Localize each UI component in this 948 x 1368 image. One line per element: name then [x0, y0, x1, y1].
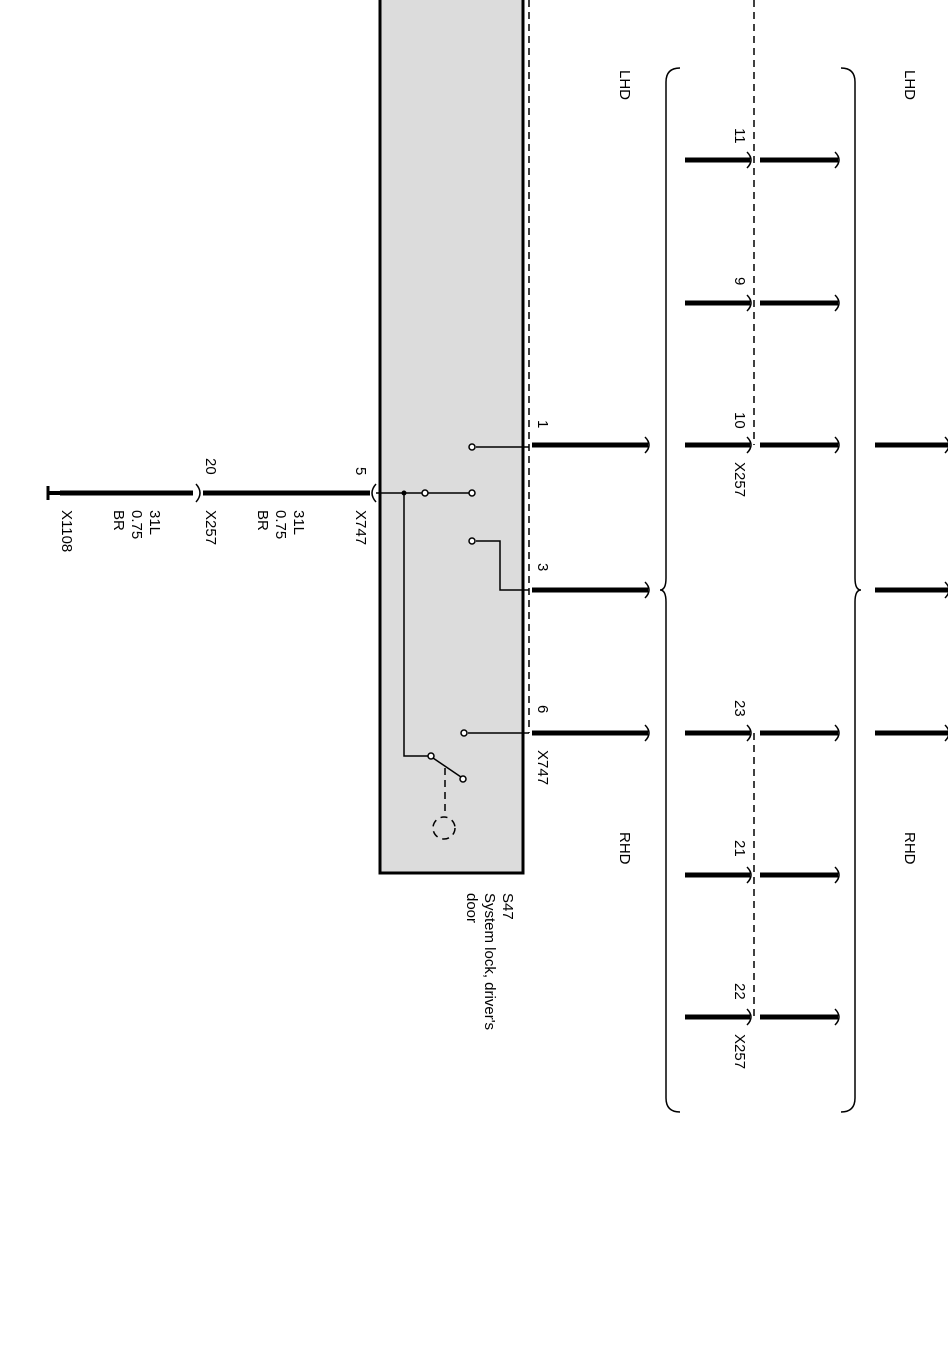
component-box-s47: [378, 0, 525, 875]
wire-color: BR: [254, 510, 271, 531]
pin-20: 20: [202, 458, 219, 475]
pin-5: 5: [352, 467, 369, 475]
wire-code: 31L: [290, 510, 307, 535]
connector-label-x1108: X1108: [58, 510, 75, 552]
actuator-icon: [432, 816, 456, 840]
connector-label-x257: X257: [731, 462, 748, 497]
connector-label-x257-2: X257: [731, 1034, 748, 1069]
pin-10: 10: [731, 412, 748, 429]
variant-label-rhd: RHD: [616, 832, 633, 865]
wire-size: 0.75: [272, 510, 289, 539]
wire2-size: 0.75: [128, 510, 145, 539]
wire2-color: BR: [110, 510, 127, 531]
pin-11: 11: [731, 128, 748, 144]
connector-label-x747-2: X747: [352, 510, 369, 545]
labels: LHD LHD RHD RHD 11 9 10 X257 23 21 22 X2…: [58, 70, 918, 1069]
pin-9: 9: [731, 277, 748, 285]
pin-22: 22: [731, 983, 748, 1000]
variant-label-lhd-2: LHD: [901, 70, 918, 100]
component-name-2: door: [463, 893, 480, 923]
ground-icon: [46, 486, 60, 500]
component-name: System lock, driver's: [481, 893, 498, 1030]
connector-label-x257-3: X257: [202, 510, 219, 545]
pin-23: 23: [731, 700, 748, 717]
connector-label-x747: X747: [534, 750, 551, 785]
component-id: S47: [499, 893, 516, 920]
pin-3: 3: [534, 563, 551, 571]
wire2-code: 31L: [146, 510, 163, 535]
wires: [60, 151, 948, 1026]
variant-brace-left: [659, 67, 681, 1113]
pin-6: 6: [534, 705, 551, 713]
variant-label-rhd-2: RHD: [901, 832, 918, 865]
switch-internals: [376, 443, 529, 840]
variant-label-lhd: LHD: [616, 70, 633, 100]
variant-brace-right: [840, 67, 862, 1113]
pin-1: 1: [534, 420, 551, 428]
pin-21: 21: [731, 840, 748, 857]
